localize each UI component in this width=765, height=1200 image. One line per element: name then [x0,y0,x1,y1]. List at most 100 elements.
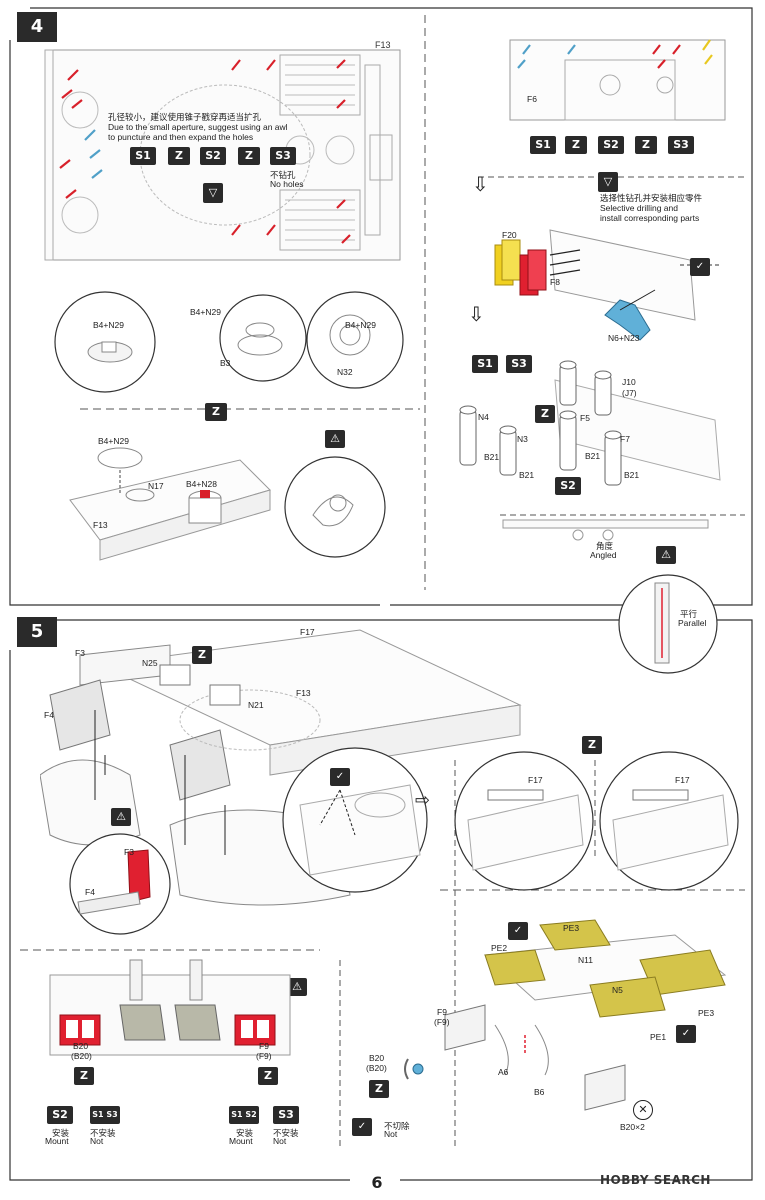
label-f17-b: F17 [528,775,543,785]
label-b20-middle: B20 [369,1053,385,1063]
drill-icon-middle: Z [369,1080,389,1098]
warning-icon-parallel: ⚠ [656,546,676,564]
label-b21-c: B21 [585,451,601,461]
label-pe1: PE1 [650,1032,667,1042]
awl-note-en-1: Due to the small aperture, suggest using… [108,122,288,132]
label-b4n29-b: B4+N29 [190,307,221,317]
label-b20-left-paren: (B20) [71,1051,92,1061]
right-arrow-icon: ⇨ [415,790,431,811]
drill-icon-rear-left: Z [74,1067,94,1085]
label-f13-step5: F13 [296,688,311,698]
drill-icon-right-2: Z [635,136,657,154]
option-s2-bogie: S2 [555,477,581,495]
label-n32: N32 [337,367,353,377]
f3-f4-detail-circle [69,833,171,935]
label-b21-d: B21 [624,470,640,480]
shackle-part-icon [404,1058,424,1080]
no-cut-en: Not [384,1129,398,1139]
rear-photoetch-assembly [444,919,727,1111]
option-s3-left: S3 [270,147,296,165]
label-f8: F8 [550,277,560,287]
warning-icon-step4: ⚠ [325,430,345,448]
label-n25: N25 [142,658,158,668]
option-s1s2-rear: S1 S2 [229,1106,259,1124]
drill-icon-right: Z [565,136,587,154]
mount-en-right: Mount [229,1136,253,1146]
f17-detail-a [454,751,594,891]
not-en-right: Not [273,1136,287,1146]
detail-circle-warning [284,456,386,558]
parallel-en: Parallel [678,618,707,628]
label-f9: F9 [437,1007,447,1017]
glue-icon-pe-2: ✓ [676,1025,696,1043]
drill-bit-icon-left: ▽ [203,183,223,203]
watermark: HOBBY SEARCH [600,1173,711,1187]
glue-icon-nocut: ✓ [352,1118,372,1136]
option-s1-left: S1 [130,147,156,165]
drill-icon-bogie: Z [535,405,555,423]
label-f9-right: F9 [259,1041,269,1051]
drill-icon-left: Z [168,147,190,165]
label-a6: A6 [498,1067,509,1077]
warning-icon-f3f4: ⚠ [111,808,131,826]
label-pe3-a: PE3 [563,923,580,933]
warning-icon-rear: ⚠ [287,978,307,996]
step-number-4: 4 [17,12,57,42]
parallel-detail-circle [618,574,718,674]
drill-icon-step5: Z [192,646,212,664]
option-s3-bogie: S3 [506,355,532,373]
option-s2-rear: S2 [47,1106,73,1124]
f13-label: F13 [375,40,391,50]
step-number-5: 5 [17,617,57,647]
label-f9-paren: (F9) [434,1017,450,1027]
down-arrow-icon-2: ⇩ [468,302,485,326]
label-j10: J10 [622,377,636,387]
label-b21-b: B21 [519,470,535,480]
label-f5: F5 [580,413,590,423]
option-s1s3-rear: S1 S3 [90,1106,120,1124]
option-s2-left: S2 [200,147,226,165]
label-f17-c: F17 [675,775,690,785]
option-s3-right: S3 [668,136,694,154]
label-f3-b: F3 [124,847,134,857]
detail-circles-top [54,291,404,393]
label-f9-right-paren: (F9) [256,1051,272,1061]
selective-note: 选择性钻孔并安装相应零件 Selective drilling and inst… [600,193,702,223]
mount-cn-left: 安装 [52,1128,70,1138]
option-s2-right: S2 [598,136,624,154]
f17-detail-b [599,751,739,891]
mount-en-left: Mount [45,1136,69,1146]
label-n21: N21 [248,700,264,710]
no-holes-en: No holes [270,179,304,189]
glue-icon-step4: ✓ [690,258,710,276]
selective-cn: 选择性钻孔并安装相应零件 [600,193,703,203]
no-holes-cn: 不钻孔 [270,170,296,180]
label-b20x2: B20×2 [620,1122,645,1132]
label-b20-middle-paren: (B20) [366,1063,387,1073]
return-roller-parts [459,360,721,486]
label-n3: N3 [517,434,528,444]
label-b4n29-d: B4+N29 [98,436,129,446]
angled-en: Angled [590,550,617,560]
glue-detail-circle [282,747,428,893]
glue-icon-pe: ✓ [508,922,528,940]
label-f3: F3 [75,648,85,658]
label-j7: (J7) [622,388,637,398]
label-n4: N4 [478,412,489,422]
glue-icon-detail: ✓ [330,768,350,786]
label-f7: F7 [620,434,630,444]
drill-icon-left-2: Z [238,147,260,165]
label-b6: B6 [534,1087,545,1097]
selective-en-1: Selective drilling and [600,203,678,213]
not-cn-left: 不安装 [90,1128,116,1138]
drill-icon-rear-right: Z [258,1067,278,1085]
angled-cn: 角度 [596,541,614,551]
label-n5: N5 [612,985,623,995]
drill-icon-f17: Z [582,736,602,754]
not-en-left: Not [90,1136,104,1146]
hull-side-strip [502,519,709,541]
label-pe2: PE2 [491,943,508,953]
label-b21-a: B21 [484,452,500,462]
